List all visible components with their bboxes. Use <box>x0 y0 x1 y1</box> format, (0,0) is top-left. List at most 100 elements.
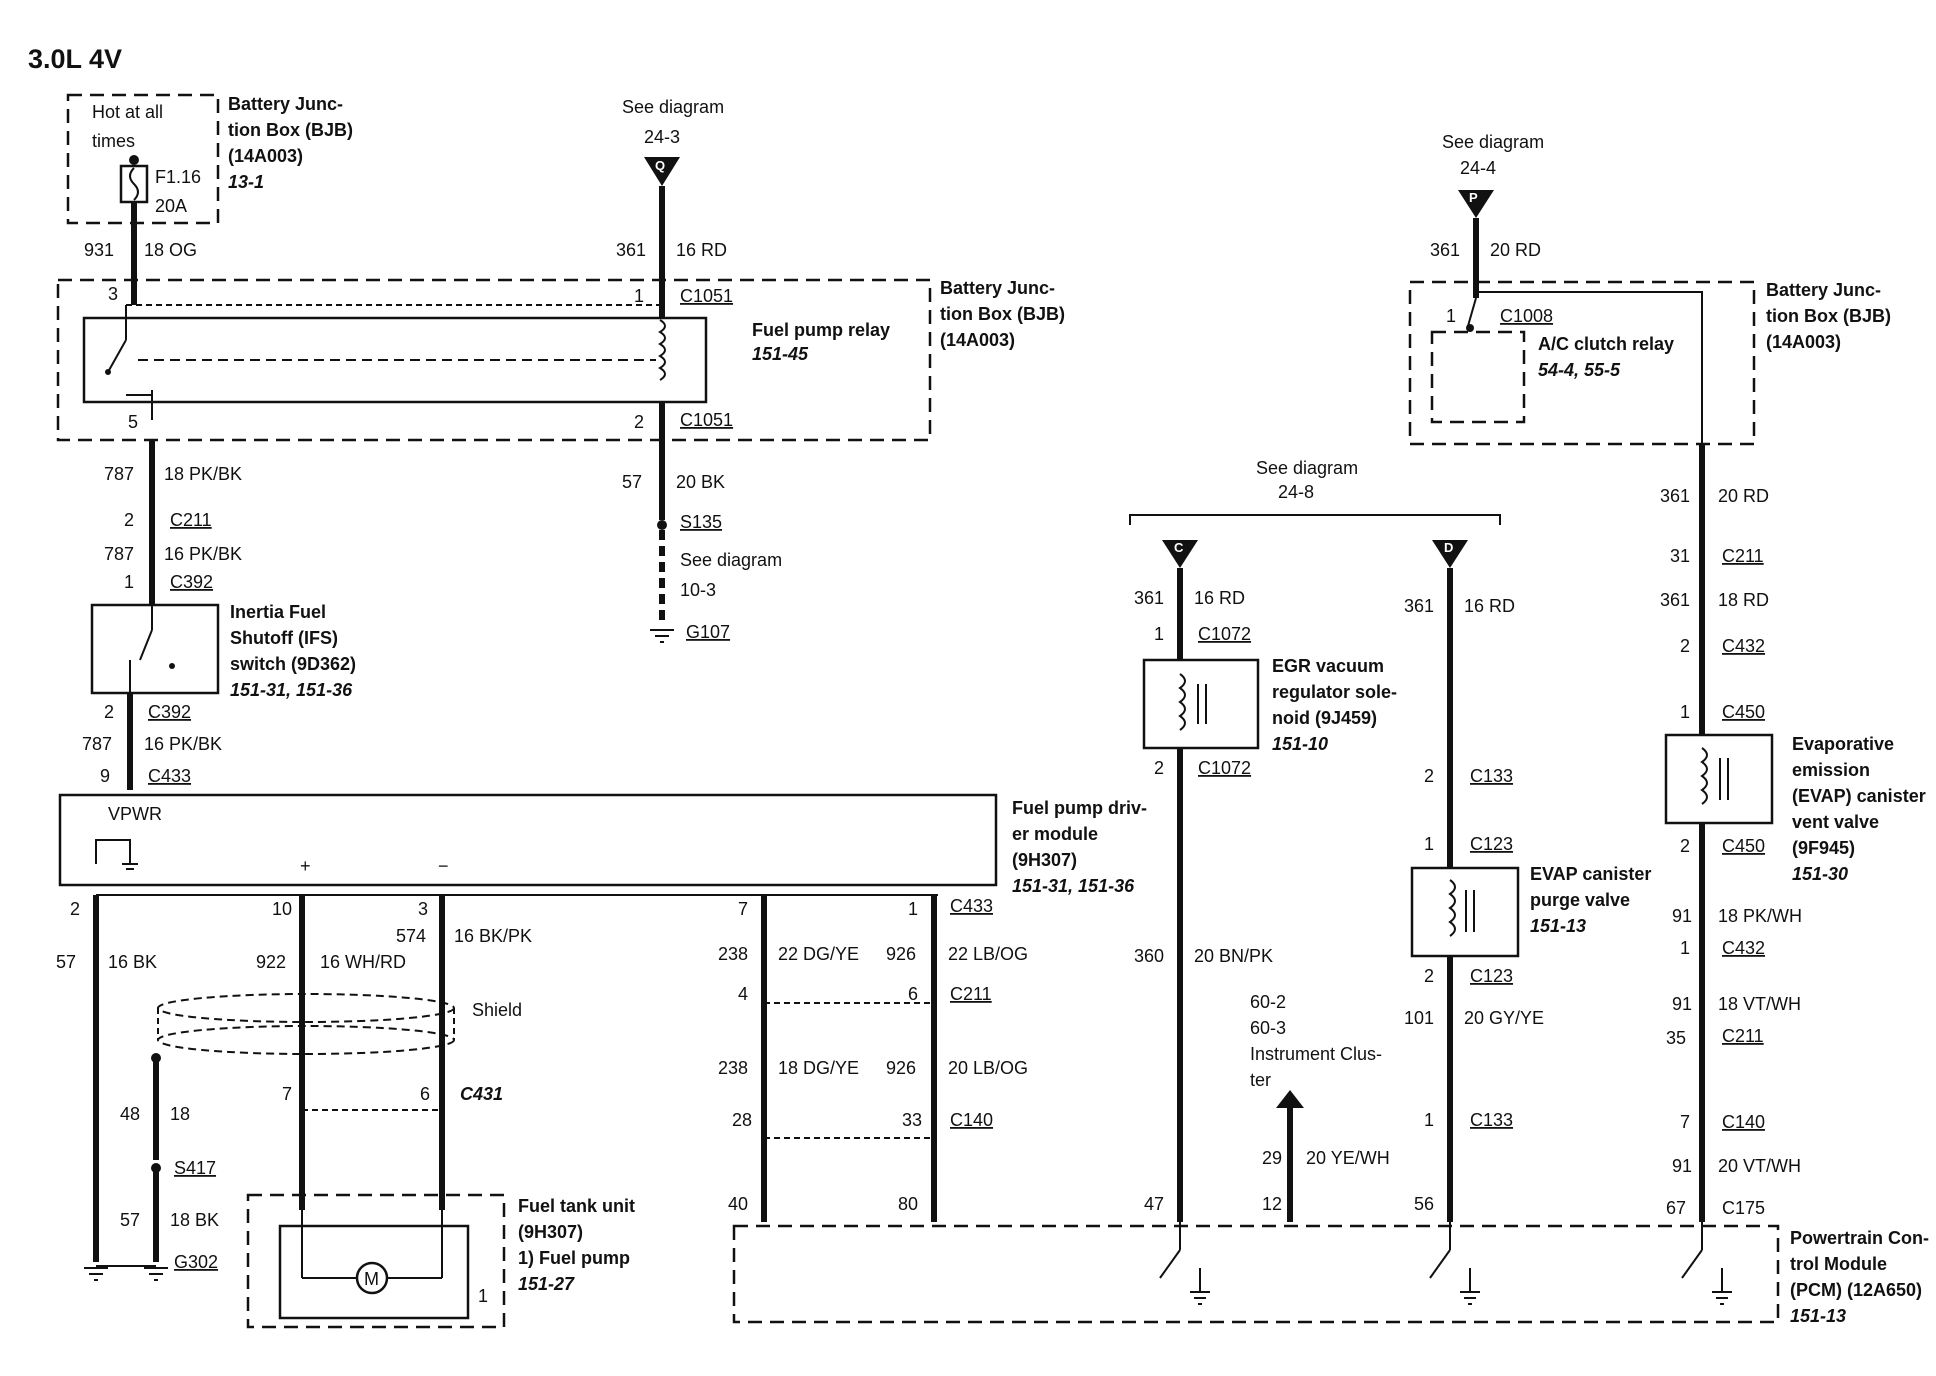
arrow-up-icon <box>1276 1090 1304 1108</box>
hot-line-2: times <box>92 131 135 151</box>
pin-label: 2 <box>104 702 114 722</box>
relay-coil-icon <box>658 319 666 381</box>
pin-label: 56 <box>1414 1194 1434 1214</box>
connector-label: C433 <box>950 896 993 916</box>
connector-label: C211 <box>950 984 992 1004</box>
ifs-switch <box>90 603 220 695</box>
evap-vent-ref: 151-30 <box>1792 864 1848 884</box>
fuel-tank-ref: 151-27 <box>518 1274 575 1294</box>
wire-label: 16 RD <box>676 240 727 260</box>
evap-vent-name-3: (EVAP) canister <box>1792 786 1926 806</box>
wire-label: 238 <box>718 944 748 964</box>
connector-label: C175 <box>1722 1198 1765 1218</box>
vpwr-label: VPWR <box>108 804 162 824</box>
connector-label: C133 <box>1470 766 1513 786</box>
cd-bracket <box>1129 514 1501 525</box>
pcm-name-1: Powertrain Con- <box>1790 1228 1929 1248</box>
ac-relay-name: A/C clutch relay <box>1538 334 1674 354</box>
bjb-top-ref: 13-1 <box>228 172 264 192</box>
pin-label: 3 <box>108 284 118 304</box>
connector-label: C1051 <box>680 410 733 430</box>
wire-label: 20 BN/PK <box>1194 946 1273 966</box>
pin-label: 1 <box>908 899 918 919</box>
bjb-right-box <box>1408 280 1756 446</box>
pin-label: 28 <box>732 1110 752 1130</box>
fuel-tank-unit-box <box>246 1193 506 1329</box>
splice-label: S417 <box>174 1158 216 1178</box>
ifs-name-2: Shutoff (IFS) <box>230 628 338 648</box>
bjb-main-name-2: tion Box (BJB) <box>940 304 1065 324</box>
egr-name-1: EGR vacuum <box>1272 656 1384 676</box>
wire-label: 20 GY/YE <box>1464 1008 1544 1028</box>
connector-label: C450 <box>1722 702 1765 722</box>
bjb-top-name-3: (14A003) <box>228 146 303 166</box>
bjb-main-name-1: Battery Junc- <box>940 278 1055 298</box>
connector-label: C432 <box>1722 938 1765 958</box>
fuse-node <box>129 155 139 165</box>
pin-label: 1 <box>1680 702 1690 722</box>
pin-label: 9 <box>100 766 110 786</box>
pin-label: 7 <box>282 1084 292 1104</box>
wire-label: 48 <box>120 1104 140 1124</box>
ground-label: G107 <box>686 622 730 642</box>
egr-name-2: regulator sole- <box>1272 682 1397 702</box>
pin-label: 4 <box>738 984 748 1004</box>
ifs-blade <box>139 629 153 661</box>
pin-label: 1 <box>1446 306 1456 326</box>
wire-label: 57 <box>56 952 76 972</box>
pin-label: 67 <box>1666 1198 1686 1218</box>
wire-label: 16 RD <box>1194 588 1245 608</box>
evap-purge-ref: 151-13 <box>1530 916 1586 936</box>
pin-label: 47 <box>1144 1194 1164 1214</box>
splice-s417 <box>151 1163 161 1173</box>
bjb-fuse-box <box>66 93 220 225</box>
ac-relay-node <box>1466 324 1474 332</box>
motor-letter: M <box>364 1269 379 1289</box>
wire-label: 20 LB/OG <box>948 1058 1028 1078</box>
wire-label: 18 PK/WH <box>1718 906 1802 926</box>
pcm-name-3: (PCM) (12A650) <box>1790 1280 1922 1300</box>
pin-label: 3 <box>418 899 428 919</box>
bjb-top-name-1: Battery Junc- <box>228 94 343 114</box>
fpdm-ref: 151-31, 151-36 <box>1012 876 1135 896</box>
fuse-amps: 20A <box>155 196 187 216</box>
bjb-right-name-1: Battery Junc- <box>1766 280 1881 300</box>
wire-label: 18 <box>170 1104 190 1124</box>
solenoid-icon <box>1178 673 1186 731</box>
wire-label: 57 <box>120 1210 140 1230</box>
evap-vent-valve <box>1664 733 1774 825</box>
wire-label: 18 BK <box>170 1210 219 1230</box>
wire-label: 22 DG/YE <box>778 944 859 964</box>
connector-label: C432 <box>1722 636 1765 656</box>
wire-label: 18 VT/WH <box>1718 994 1801 1014</box>
see-cd-ref: 24-8 <box>1278 482 1314 502</box>
pin-label: 33 <box>902 1110 922 1130</box>
pcm-driver-egr <box>1159 1222 1210 1305</box>
see-q-text: See diagram <box>622 97 724 117</box>
hot-line-1: Hot at all <box>92 102 163 122</box>
motor-icon <box>355 1261 389 1295</box>
ifs-contact <box>169 663 175 669</box>
shield-icon <box>157 993 455 1023</box>
connector-label: C140 <box>1722 1112 1765 1132</box>
wire-label: 926 <box>886 944 916 964</box>
bjb-main-box <box>56 278 932 442</box>
see-cd-text: See diagram <box>1256 458 1358 478</box>
wire-label: 16 PK/BK <box>144 734 222 754</box>
fuel-pump <box>278 1224 470 1320</box>
pin-label: 7 <box>738 899 748 919</box>
pin-label: 2 <box>124 510 134 530</box>
bjb-main-name-3: (14A003) <box>940 330 1015 350</box>
wire-label: 361 <box>1404 596 1434 616</box>
ac-clutch-relay <box>1430 330 1526 424</box>
fpdm-name-1: Fuel pump driv- <box>1012 798 1147 818</box>
see-p-text: See diagram <box>1442 132 1544 152</box>
cluster-ref-1: 60-2 <box>1250 992 1286 1012</box>
splice-label: S135 <box>680 512 722 532</box>
connector-label: C433 <box>148 766 191 786</box>
connector-label: C211 <box>1722 1026 1764 1046</box>
plus-label: + <box>300 856 311 876</box>
connector-c-icon <box>1162 540 1198 568</box>
evap-purge-name-2: purge valve <box>1530 890 1630 910</box>
wire-label: 22 LB/OG <box>948 944 1028 964</box>
